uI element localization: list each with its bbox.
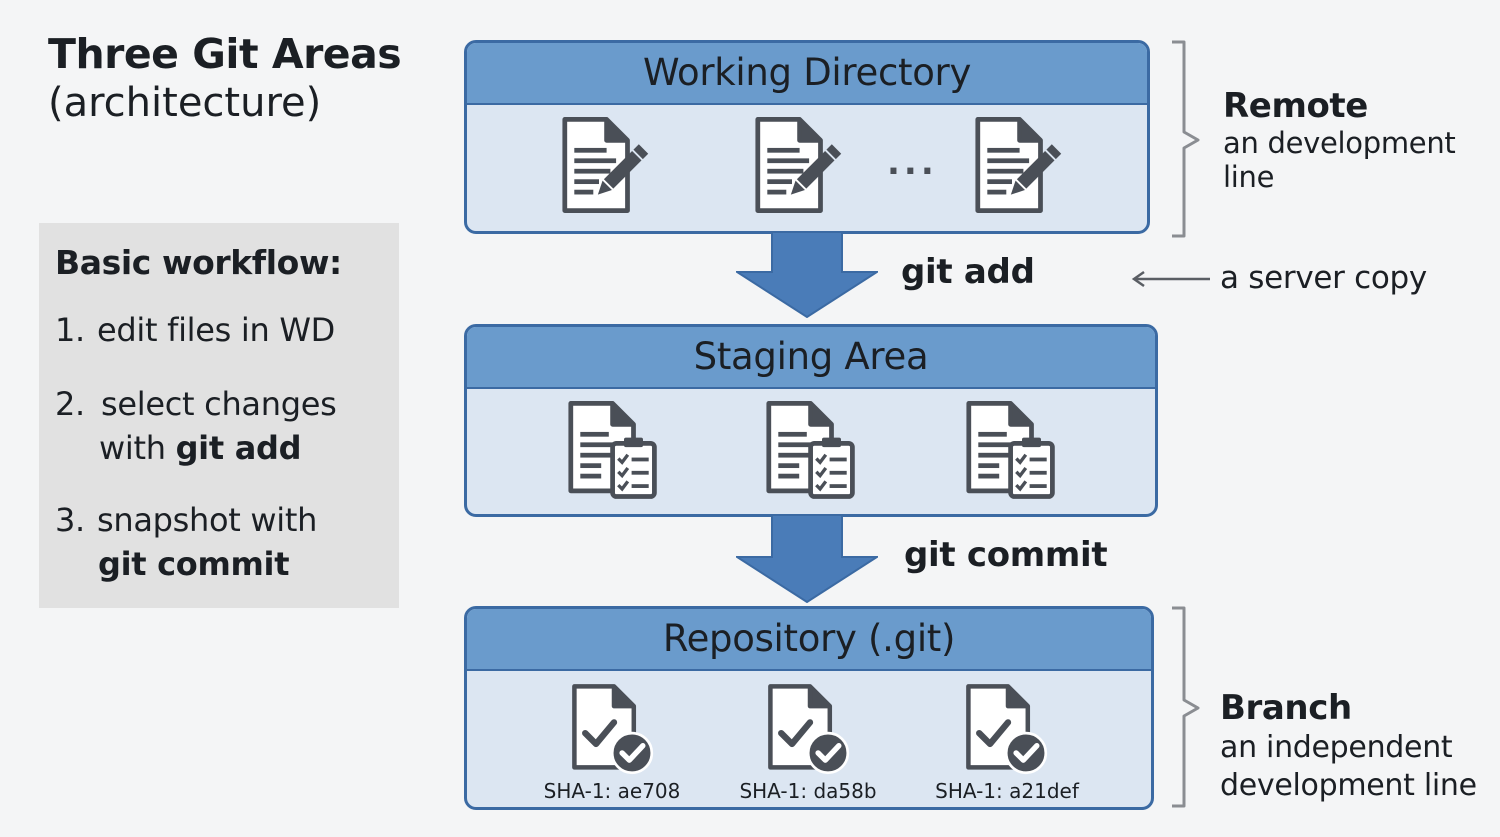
- ellipsis-more-files: ...: [887, 143, 938, 183]
- git-commit-label: git commit: [904, 535, 1108, 575]
- document-checklist-icon: [965, 397, 1060, 502]
- workflow-step-2-line2: with git add: [99, 429, 302, 467]
- remote-description-line1: an development: [1223, 126, 1456, 160]
- workflow-step-3-command: git commit: [98, 545, 290, 583]
- workflow-step-3-line2: git commit: [98, 545, 290, 583]
- branch-description-line2: development line: [1220, 768, 1477, 803]
- workflow-step-2-prefix: with: [99, 429, 176, 467]
- server-copy-note: a server copy: [1220, 260, 1427, 296]
- down-arrow-icon: [736, 232, 878, 318]
- down-arrow-icon: [736, 515, 878, 603]
- working-directory-title: Working Directory: [642, 51, 972, 94]
- document-check-icon: [765, 681, 855, 779]
- document-checklist-icon: [567, 397, 662, 502]
- left-arrow-icon: [1131, 270, 1210, 288]
- commit-sha-label: SHA-1: ae708: [543, 779, 681, 803]
- workflow-step-3-number: 3.: [55, 501, 85, 539]
- workflow-step-3-text: snapshot with: [97, 501, 318, 539]
- staging-area-box: Staging Area: [464, 324, 1158, 517]
- branch-description-line1: an independent: [1220, 730, 1453, 765]
- repository-title: Repository (.git): [662, 617, 956, 660]
- remote-bracket: [1172, 40, 1200, 238]
- document-check-icon: [569, 681, 659, 779]
- document-check-icon: [963, 681, 1053, 779]
- commit-sha-label: SHA-1: a21def: [935, 779, 1079, 803]
- commit-sha-label: SHA-1: da58b: [739, 779, 877, 803]
- document-edit-icon: [561, 113, 656, 218]
- workflow-panel: Basic workflow: 1. edit files in WD 2. s…: [39, 223, 399, 608]
- staging-area-header: Staging Area: [467, 327, 1155, 389]
- repository-header: Repository (.git): [467, 609, 1151, 671]
- diagram-subtitle: (architecture): [48, 80, 322, 126]
- document-edit-icon: [974, 113, 1069, 218]
- working-directory-box: Working Directory ...: [464, 40, 1150, 234]
- workflow-step-1-text: edit files in WD: [97, 311, 336, 349]
- workflow-step-2-number: 2.: [55, 385, 85, 423]
- branch-title: Branch: [1220, 688, 1352, 728]
- diagram-title: Three Git Areas: [48, 30, 402, 78]
- workflow-step-2-command: git add: [175, 429, 302, 467]
- branch-bracket: [1172, 606, 1200, 808]
- working-directory-header: Working Directory: [467, 43, 1147, 105]
- workflow-heading: Basic workflow:: [55, 243, 342, 282]
- staging-area-title: Staging Area: [693, 335, 929, 378]
- remote-description-line2: line: [1223, 160, 1275, 194]
- workflow-step-1-number: 1.: [55, 311, 85, 349]
- git-add-label: git add: [901, 252, 1035, 292]
- document-edit-icon: [754, 113, 849, 218]
- document-checklist-icon: [765, 397, 860, 502]
- workflow-step-2-text: select changes: [101, 385, 337, 423]
- repository-box: Repository (.git) SHA-1: ae708 SHA-1: da…: [464, 606, 1154, 810]
- remote-title: Remote: [1223, 86, 1368, 126]
